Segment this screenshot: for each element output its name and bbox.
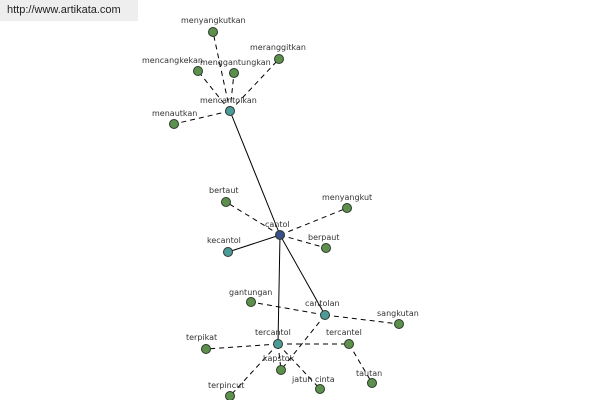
node-label-menggantungkan[interactable]: menggantungkan bbox=[200, 58, 271, 67]
node-tercantel[interactable] bbox=[344, 339, 354, 349]
node-label-cantol[interactable]: cantol bbox=[265, 220, 290, 229]
node-label-terpincut[interactable]: terpincut bbox=[208, 381, 244, 390]
node-label-tautan[interactable]: tautan bbox=[356, 369, 382, 378]
node-sangkutan[interactable] bbox=[394, 319, 404, 329]
node-menyangkut[interactable] bbox=[342, 203, 352, 213]
edge-cantolan-sangkutan bbox=[324, 314, 400, 325]
node-tercantol[interactable] bbox=[273, 339, 283, 349]
node-terpincut[interactable] bbox=[225, 391, 235, 400]
edge-cantolan-kapstok bbox=[280, 314, 326, 371]
node-label-berpaut[interactable]: berpaut bbox=[308, 233, 339, 242]
node-berpaut[interactable] bbox=[321, 243, 331, 253]
node-label-meranggitkan[interactable]: meranggitkan bbox=[250, 43, 306, 52]
edge-tercantol-jatuh_cinta bbox=[277, 343, 321, 390]
node-mencantolkan[interactable] bbox=[225, 106, 235, 116]
node-label-menautkan[interactable]: menautkan bbox=[152, 109, 197, 118]
node-label-tercantol[interactable]: tercantol bbox=[255, 328, 291, 337]
node-bertaut[interactable] bbox=[221, 197, 231, 207]
node-cantolan[interactable] bbox=[320, 310, 330, 320]
edge-cantol-mencantolkan bbox=[229, 110, 281, 236]
node-gantungan[interactable] bbox=[246, 297, 256, 307]
edge-cantol-tercantol bbox=[277, 234, 281, 345]
node-jatuh-cinta[interactable] bbox=[315, 384, 325, 394]
edge-mencantolkan-menggantungkan bbox=[229, 72, 235, 112]
node-label-gantungan[interactable]: gantungan bbox=[229, 288, 272, 297]
node-label-mencangkeokan[interactable]: mencangkekan bbox=[142, 56, 203, 65]
node-label-jatuh-cinta[interactable]: jatuh cinta bbox=[291, 375, 335, 384]
node-label-kapstok[interactable]: kapstok bbox=[263, 354, 295, 363]
node-menggantungkan[interactable] bbox=[229, 68, 239, 78]
node-cantol[interactable] bbox=[275, 230, 285, 240]
edge-cantol-berpaut bbox=[279, 234, 327, 249]
source-url[interactable]: http://www.artikata.com bbox=[0, 0, 138, 21]
node-kecantol[interactable] bbox=[223, 247, 233, 257]
node-label-mencantolkan[interactable]: mencantolkan bbox=[200, 96, 257, 105]
edge-mencantolkan-menyangkutkan bbox=[212, 31, 231, 112]
edge-tercantel-tautan bbox=[348, 343, 373, 384]
node-label-menyangkutkan[interactable]: menyangkutkan bbox=[181, 16, 246, 25]
edge-cantol-kecantol bbox=[227, 234, 281, 253]
node-terpikat[interactable] bbox=[201, 344, 211, 354]
node-label-kecantol[interactable]: kecantol bbox=[207, 236, 241, 245]
node-label-terpikat[interactable]: terpikat bbox=[186, 333, 217, 342]
node-tautan[interactable] bbox=[367, 378, 377, 388]
node-menyangkutkan[interactable] bbox=[208, 27, 218, 37]
node-label-bertaut[interactable]: bertaut bbox=[209, 186, 239, 195]
node-meranggitkan[interactable] bbox=[274, 54, 284, 64]
node-label-menyangkut[interactable]: menyangkut bbox=[322, 193, 372, 202]
node-label-tercantel[interactable]: tercantel bbox=[326, 328, 362, 337]
node-label-sangkutan[interactable]: sangkutan bbox=[377, 309, 419, 318]
edge-cantol-menyangkut bbox=[279, 207, 348, 236]
edge-cantol-cantolan bbox=[279, 234, 326, 316]
node-label-cantolan[interactable]: cantolan bbox=[305, 299, 340, 308]
edge-cantol-bertaut bbox=[225, 201, 281, 236]
edge-mencantolkan-meranggitkan bbox=[229, 58, 280, 112]
edge-tercantol-terpikat bbox=[205, 343, 279, 350]
edge-cantolan-gantungan bbox=[250, 301, 326, 316]
node-menautkan[interactable] bbox=[169, 119, 179, 129]
edge-mencantolkan-menautkan bbox=[173, 110, 231, 125]
edge-tercantol-terpincut bbox=[229, 343, 279, 397]
node-mencangkeokan[interactable] bbox=[193, 66, 203, 76]
node-kapstok[interactable] bbox=[276, 365, 286, 375]
